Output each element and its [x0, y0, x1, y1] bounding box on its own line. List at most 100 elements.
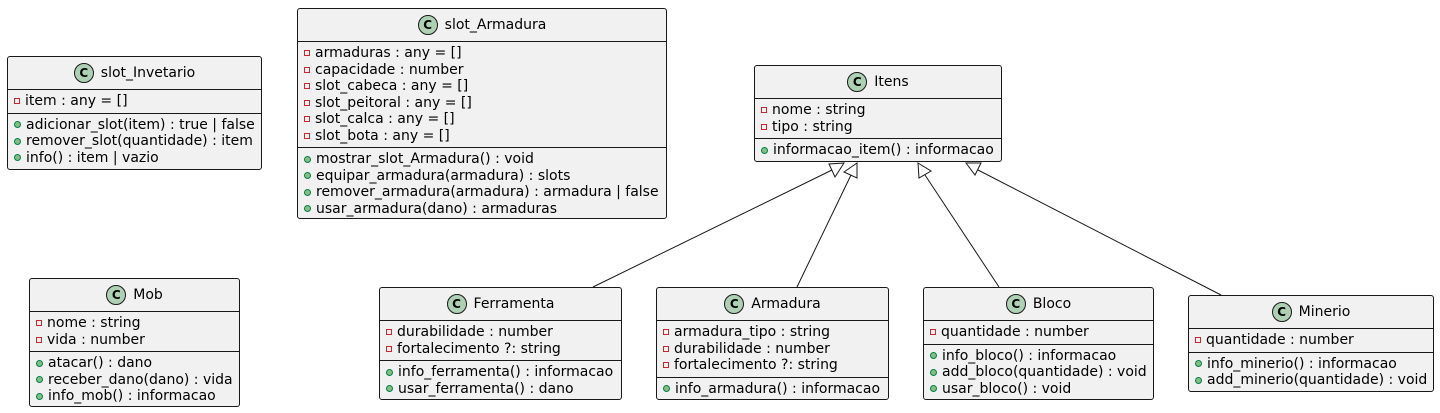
- class-circle-icon: C: [847, 72, 868, 92]
- private-visibility-icon: [304, 99, 310, 106]
- attribute-text: nome : string: [47, 315, 141, 331]
- method-row: remover_armadura(armadura) : armadura | …: [304, 184, 666, 201]
- class-header: C Minerio: [1189, 296, 1433, 329]
- private-visibility-icon: [14, 98, 20, 105]
- class-name: slot_Invetario: [100, 65, 196, 81]
- private-visibility-icon: [663, 362, 669, 369]
- method-text: info_mob() : informacao: [48, 388, 216, 404]
- class-slot-armadura[interactable]: C slot_Armadura armaduras : any = [] cap…: [297, 8, 667, 219]
- public-visibility-icon: [14, 137, 21, 145]
- method-row: informacao_item() : informacao: [761, 142, 1001, 159]
- attribute-text: vida : number: [47, 331, 145, 348]
- attribute-text: slot_calca : any = []: [315, 111, 455, 127]
- method-row: info() : item | vazio: [14, 150, 261, 167]
- public-visibility-icon: [930, 368, 937, 376]
- attribute-row: vida : number: [36, 332, 239, 349]
- method-row: add_bloco(quantidade) : void: [930, 364, 1153, 381]
- method-row: usar_bloco() : void: [930, 381, 1153, 398]
- method-row: info_ferramenta() : informacao: [386, 364, 621, 381]
- class-circle-icon: C: [73, 63, 94, 83]
- class-name: Itens: [874, 74, 909, 90]
- method-row: info_bloco() : informacao: [930, 348, 1153, 365]
- method-text: usar_ferramenta() : dano: [398, 380, 574, 397]
- attribute-row: armaduras : any = []: [304, 45, 666, 62]
- attribute-text: armaduras : any = []: [315, 45, 462, 61]
- private-visibility-icon: [663, 329, 669, 336]
- method-text: info() : item | vazio: [26, 149, 159, 166]
- attribute-text: slot_cabeca : any = []: [315, 78, 469, 94]
- public-visibility-icon: [930, 352, 937, 360]
- class-name: Armadura: [751, 296, 821, 312]
- class-ferramenta[interactable]: C Ferramenta durabilidade : number forta…: [379, 287, 622, 400]
- attribute-row: capacidade : number: [304, 62, 666, 79]
- method-row: receber_dano(dano) : vida: [36, 372, 239, 389]
- method-row: info_minerio() : informacao: [1195, 356, 1433, 373]
- attribute-row: tipo : string: [761, 119, 1001, 136]
- attribute-row: nome : string: [36, 315, 239, 332]
- class-mob[interactable]: C Mob nome : string vida : number atacar…: [29, 278, 240, 407]
- attribute-text: quantidade : number: [1206, 332, 1354, 348]
- edge-minerio-itens: [977, 169, 1222, 296]
- attribute-row: slot_peitoral : any = []: [304, 95, 666, 112]
- methods-section: info_ferramenta() : informacao usar_ferr…: [380, 360, 621, 400]
- class-slot-invetario[interactable]: C slot_Invetario item : any = [] adicion…: [7, 56, 262, 170]
- attribute-row: nome : string: [761, 102, 1001, 119]
- method-text: add_minerio(quantidade) : void: [1207, 372, 1428, 388]
- attribute-text: quantidade : number: [941, 324, 1089, 340]
- private-visibility-icon: [304, 66, 310, 73]
- public-visibility-icon: [304, 205, 311, 213]
- private-visibility-icon: [663, 345, 669, 352]
- class-header: C slot_Invetario: [8, 57, 261, 90]
- private-visibility-icon: [930, 329, 936, 336]
- private-visibility-icon: [304, 50, 310, 57]
- attribute-row: slot_calca : any = []: [304, 111, 666, 128]
- public-visibility-icon: [386, 385, 393, 393]
- attribute-text: durabilidade : number: [397, 324, 553, 340]
- public-visibility-icon: [761, 146, 768, 154]
- attributes-section: item : any = []: [8, 90, 261, 113]
- class-itens[interactable]: C Itens nome : string tipo : string info…: [754, 65, 1002, 162]
- class-circle-icon: C: [1005, 294, 1026, 314]
- public-visibility-icon: [304, 188, 311, 196]
- public-visibility-icon: [304, 172, 311, 180]
- methods-section: info_minerio() : informacao add_minerio(…: [1189, 351, 1433, 392]
- attributes-section: durabilidade : number fortalecimento ?: …: [380, 321, 621, 360]
- method-text: add_bloco(quantidade) : void: [942, 364, 1147, 380]
- class-name: slot_Armadura: [444, 17, 547, 33]
- method-text: atacar() : dano: [48, 355, 153, 371]
- method-row: usar_ferramenta() : dano: [386, 381, 621, 398]
- attribute-text: fortalecimento ?: string: [397, 340, 561, 357]
- methods-section: adicionar_slot(item) : true | false remo…: [8, 112, 261, 170]
- attributes-section: nome : string vida : number: [30, 312, 239, 351]
- class-bloco[interactable]: C Bloco quantidade : number info_bloco()…: [923, 287, 1154, 400]
- class-name: Bloco: [1032, 296, 1072, 312]
- public-visibility-icon: [930, 385, 937, 393]
- class-armadura[interactable]: C Armadura armadura_tipo : string durabi…: [656, 287, 889, 400]
- methods-section: info_armadura() : informacao: [657, 376, 888, 401]
- method-text: remover_slot(quantidade) : item: [26, 133, 253, 149]
- class-circle-icon: C: [446, 294, 467, 314]
- public-visibility-icon: [36, 359, 43, 367]
- class-minerio[interactable]: C Minerio quantidade : number info_miner…: [1188, 295, 1434, 392]
- private-visibility-icon: [304, 132, 310, 139]
- attribute-text: slot_bota : any = []: [315, 127, 450, 144]
- class-circle-icon: C: [106, 285, 127, 305]
- methods-section: informacao_item() : informacao: [755, 138, 1001, 162]
- edge-ferramenta-arrowhead: [828, 162, 845, 179]
- class-header: C Bloco: [924, 288, 1153, 321]
- public-visibility-icon: [1195, 376, 1202, 384]
- method-text: mostrar_slot_Armadura() : void: [316, 151, 534, 167]
- method-text: remover_armadura(armadura) : armadura | …: [316, 184, 659, 200]
- method-text: informacao_item() : informacao: [773, 142, 994, 158]
- method-row: remover_slot(quantidade) : item: [14, 133, 261, 150]
- attribute-row: quantidade : number: [1195, 332, 1433, 349]
- attribute-text: durabilidade : number: [674, 340, 830, 357]
- method-text: info_ferramenta() : informacao: [398, 364, 614, 380]
- method-text: usar_bloco() : void: [942, 380, 1072, 397]
- private-visibility-icon: [761, 107, 767, 114]
- methods-section: mostrar_slot_Armadura() : void equipar_a…: [298, 147, 666, 220]
- edge-bloco-arrowhead: [917, 162, 932, 179]
- class-header: C slot_Armadura: [298, 9, 666, 42]
- private-visibility-icon: [304, 83, 310, 90]
